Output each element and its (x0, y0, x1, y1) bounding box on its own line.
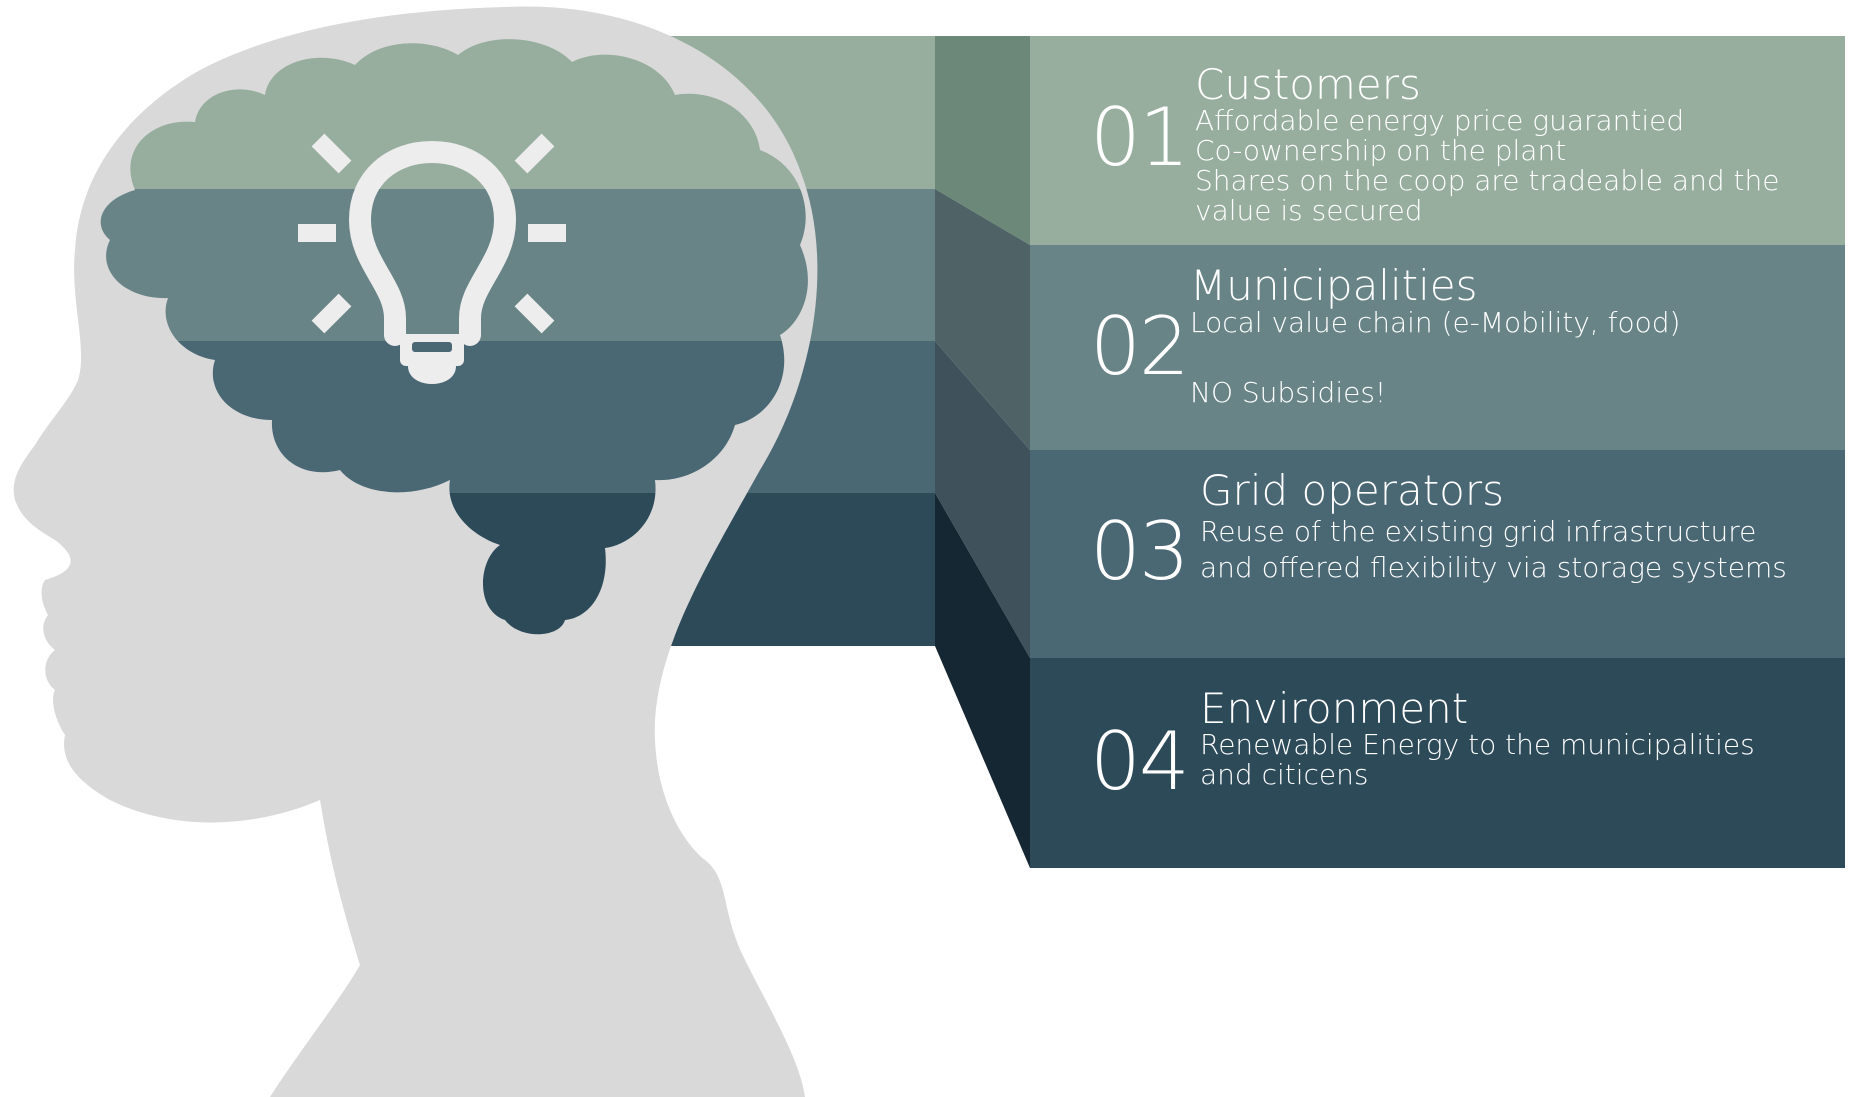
band-side-4 (935, 493, 1030, 868)
item-lines: Renewable Energy to the municipalities a… (1200, 730, 1800, 790)
item-number: 04 (1090, 715, 1190, 808)
panel-bg-1 (1030, 36, 1845, 245)
item-number: 02 (1090, 300, 1190, 393)
panel-customers: 01 Customers Affordable energy price gua… (1030, 36, 1845, 245)
panel-grid-operators: 03 Grid operators Reuse of the existing … (1030, 450, 1845, 658)
panel-environment: 04 Environment Renewable Energy to the m… (1030, 658, 1845, 868)
item-title: Grid operators (1200, 466, 1505, 515)
band-side-2 (935, 189, 1030, 450)
item-number: 03 (1090, 505, 1190, 598)
item-line: Local value chain (e-Mobility, food) (1190, 306, 1681, 339)
panel-municipalities: 02 Municipalities Local value chain (e-M… (1030, 245, 1845, 450)
item-line: NO Subsidies! (1190, 376, 1387, 409)
item-lines: Local value chain (e-Mobility, food) NO … (1190, 308, 1845, 408)
lightbulb-icon (298, 133, 566, 384)
item-lines: Reuse of the existing grid infrastructur… (1200, 514, 1790, 586)
band-side-1 (935, 36, 1030, 245)
item-title: Customers (1195, 60, 1421, 109)
item-title: Environment (1200, 684, 1469, 733)
item-line: Co-ownership on the plant (1195, 134, 1567, 167)
item-line: Renewable Energy to the municipalities a… (1200, 728, 1755, 791)
item-lines: Affordable energy price guarantied Co-ow… (1195, 106, 1850, 226)
item-line: Affordable energy price guarantied (1195, 104, 1685, 137)
item-line: Shares on the coop are tradeable and the… (1195, 164, 1780, 227)
panel-bg-3 (1030, 450, 1845, 658)
panel-bg-4 (1030, 658, 1845, 868)
panel-bg-2 (1030, 245, 1845, 450)
band-side-3 (935, 341, 1030, 658)
item-line: Reuse of the existing grid infrastructur… (1200, 515, 1787, 584)
item-number: 01 (1090, 91, 1190, 184)
item-title: Municipalities (1190, 261, 1478, 310)
